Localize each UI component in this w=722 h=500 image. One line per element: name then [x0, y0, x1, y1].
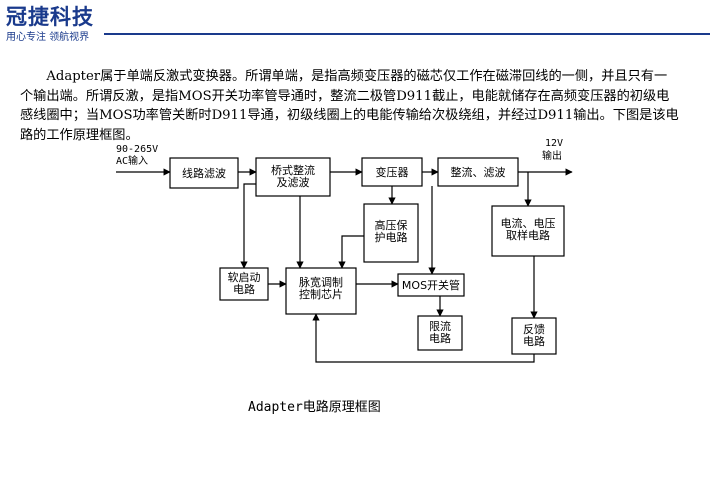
- input-label-ac: AC输入: [116, 154, 148, 167]
- block-transformer-label: 变压器: [376, 165, 409, 179]
- block-bridge-rectifier-label: 桥式整流及滤波: [271, 163, 315, 189]
- block-output-rectifier-label: 整流、滤波: [451, 165, 506, 179]
- brand-slogan: 用心专注 领航视界: [6, 32, 90, 43]
- block-feedback-label: 反馈电路: [523, 323, 545, 348]
- block-bridge-rectifier: 桥式整流及滤波: [255, 157, 331, 197]
- block-soft-start: 软启动电路: [219, 267, 269, 301]
- block-line-filter-label: 线路滤波: [182, 166, 226, 180]
- block-current-voltage-sampling-label: 电流、电压取样电路: [501, 216, 556, 242]
- block-line-filter: 线路滤波: [169, 157, 239, 189]
- block-mos-switch-label: MOS开关管: [402, 278, 460, 292]
- output-label-text: 输出: [542, 149, 562, 162]
- block-hv-protection-label: 高压保护电路: [375, 218, 408, 244]
- block-output-rectifier: 整流、滤波: [437, 157, 519, 187]
- block-mos-switch: MOS开关管: [397, 273, 465, 297]
- block-current-limit-label: 限流电路: [429, 319, 451, 345]
- output-label-voltage: 12V: [545, 138, 563, 149]
- connectors: [116, 168, 573, 363]
- arrow-feedback-to-pwm: [312, 313, 535, 363]
- header-divider: [104, 33, 710, 35]
- block-hv-protection: 高压保护电路: [363, 203, 419, 263]
- brand: 冠捷科技 用心专注 领航视界: [6, 4, 94, 44]
- diagram-caption: Adapter电路原理框图: [248, 400, 381, 415]
- block-feedback: 反馈电路: [511, 317, 557, 355]
- intro-paragraph: Adapter属于单端反激式变换器。所谓单端，是指高频变压器的磁芯仅工作在磁滞回…: [20, 69, 679, 143]
- arrow-hv-protection-to-pwm: [338, 235, 364, 269]
- arrow-bridge-to-soft-start: [240, 183, 256, 269]
- block-current-limit: 限流电路: [417, 315, 463, 351]
- block-current-voltage-sampling: 电流、电压取样电路: [491, 205, 565, 257]
- brand-name: 冠捷科技: [6, 5, 94, 29]
- block-transformer: 变压器: [361, 157, 423, 187]
- block-soft-start-label: 软启动电路: [228, 270, 261, 296]
- block-pwm-chip-label: 脉宽调制控制芯片: [299, 275, 343, 301]
- block-pwm-chip: 脉宽调制控制芯片: [285, 267, 357, 315]
- input-label-voltage: 90-265V: [116, 144, 158, 155]
